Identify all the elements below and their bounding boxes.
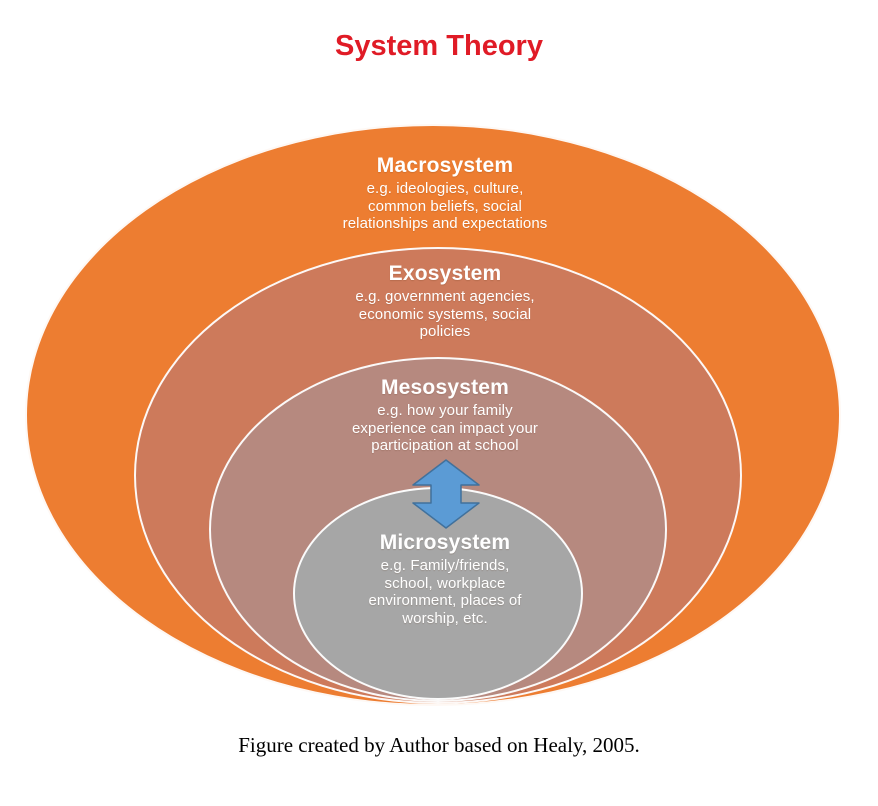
exosystem-examples: e.g. government agencies, economic syste… [355,288,535,340]
macrosystem-title: Macrosystem [376,154,514,177]
microsystem-label: Microsystem e.g. Family/friends, school,… [285,529,605,627]
macrosystem-examples: e.g. ideologies, culture, common beliefs… [342,180,548,232]
exosystem-title: Exosystem [388,262,502,285]
exosystem-label: Exosystem e.g. government agencies, econ… [285,260,605,341]
microsystem-title: Microsystem [379,531,511,554]
mesosystem-examples: e.g. how your family experience can impa… [351,402,539,454]
page-title: System Theory [335,30,543,62]
macrosystem-label: Macrosystem e.g. ideologies, culture, co… [285,152,605,233]
figure-caption: Figure created by Author based on Healy,… [238,733,640,757]
mesosystem-label: Mesosystem e.g. how your family experien… [285,374,605,455]
up-down-arrow-icon [412,459,480,529]
mesosystem-title: Mesosystem [380,376,510,399]
microsystem-examples: e.g. Family/friends, school, workplace e… [368,557,522,627]
up-down-arrow-shape [412,459,480,529]
